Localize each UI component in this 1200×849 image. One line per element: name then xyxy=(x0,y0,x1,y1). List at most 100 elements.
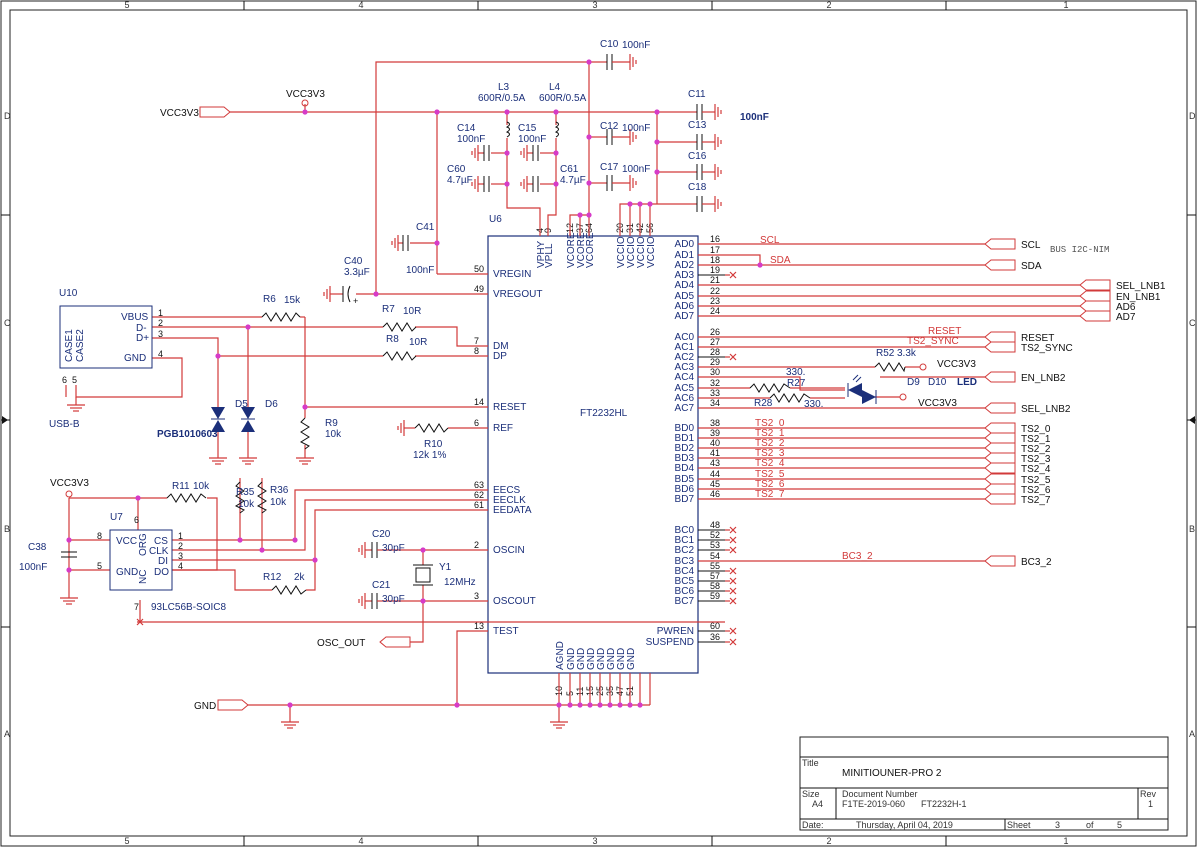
junction-dot xyxy=(302,109,308,115)
u7-ref: U7 xyxy=(110,512,123,523)
pin-name: VCORE xyxy=(566,232,577,268)
wire-label-ts2: TS2_0 xyxy=(755,418,785,429)
ground-symbols-side xyxy=(323,54,722,609)
pin-number: 34 xyxy=(710,398,720,408)
pin-number: 23 xyxy=(710,296,720,306)
ref-c40: C40 xyxy=(344,256,363,267)
port-arrow xyxy=(984,341,1016,353)
port-label: TS2_5 xyxy=(1021,475,1051,486)
val-r9: 10k xyxy=(325,429,342,440)
junction-dot xyxy=(617,702,623,708)
power-label-vcc: VCC3V3 xyxy=(286,89,325,100)
pin-name: BC1 xyxy=(675,535,695,546)
ref-pgb: PGB1010603 xyxy=(157,429,218,440)
pin-number: 6 xyxy=(62,375,67,385)
component-labels: C10 100nF C11 C12 100nF C13 C14 100nF C1… xyxy=(19,39,947,605)
pin-number: 53 xyxy=(710,540,720,550)
junction-dot xyxy=(577,212,583,218)
u7-pin-name: CS xyxy=(154,536,168,547)
ref-c17: C17 xyxy=(600,162,619,173)
wire-label-ts2: TS2_5 xyxy=(755,469,785,480)
ref-d9: D9 xyxy=(907,377,920,388)
port-label: TS2_2 xyxy=(1021,444,1051,455)
crystal-y1 xyxy=(413,564,433,586)
ref-r11: R11 xyxy=(172,481,190,492)
u7-pin-name: NC xyxy=(138,570,149,584)
pin-name: AD6 xyxy=(675,301,695,312)
pin-name: BD6 xyxy=(675,484,695,495)
ref-r36: R36 xyxy=(270,485,289,496)
junction-dot xyxy=(434,240,440,246)
junction-dot xyxy=(504,181,510,187)
junction-dot xyxy=(627,201,633,207)
pin-number: 19 xyxy=(710,265,720,275)
u10-case-label: CASE2 xyxy=(75,329,86,362)
port-arrow xyxy=(1079,290,1111,302)
diodes xyxy=(211,374,877,432)
pin-number: 27 xyxy=(710,337,720,347)
pin-number: 40 xyxy=(710,438,720,448)
wire-label-ts2: TS2_6 xyxy=(755,479,785,490)
junction-dot xyxy=(586,59,592,65)
pin-number: 21 xyxy=(710,275,720,285)
no-connect-marks xyxy=(136,271,737,646)
pin-name: AC4 xyxy=(675,372,695,383)
ref-r9: R9 xyxy=(325,418,338,429)
port-label: EN_LNB1 xyxy=(1116,292,1161,303)
pin-number: 3 xyxy=(178,551,183,561)
pin-number: 39 xyxy=(710,428,720,438)
val-r28: 330. xyxy=(804,399,823,410)
val-r36: 10k xyxy=(270,497,287,508)
docnum-sub: FT2232H-1 xyxy=(921,799,967,809)
port-label: TS2_3 xyxy=(1021,454,1051,465)
junction-dot xyxy=(66,537,72,543)
port-vcc3v3: VCC3V3 xyxy=(160,108,199,119)
junction-dot xyxy=(556,702,562,708)
power-label-vcc: VCC3V3 xyxy=(937,359,976,370)
val-r35: 10k xyxy=(238,499,255,510)
ref-c14: C14 xyxy=(457,123,476,134)
pin-number: 3 xyxy=(474,591,479,601)
pin-name: AD0 xyxy=(675,239,695,250)
ref-r6: R6 xyxy=(263,294,276,305)
ref-d10: D10 xyxy=(928,377,947,388)
col-label-bottom: 1 xyxy=(1063,836,1068,846)
junction-dot xyxy=(637,201,643,207)
junction-dot xyxy=(245,324,251,330)
val-c14: 100nF xyxy=(457,134,485,145)
pin-number: 52 xyxy=(710,530,720,540)
pin-name: VREGOUT xyxy=(493,289,542,300)
u10-case-label: CASE1 xyxy=(64,329,75,362)
ports: VCC3V3 GND OSC_OUT xyxy=(160,106,411,712)
wire-labels: SCL SDA RESET TS2_SYNC TS2_0 TS2_1 TS2_2… xyxy=(755,235,961,562)
pin-number: 32 xyxy=(710,378,720,388)
wire-label-ts2: TS2_7 xyxy=(755,489,785,500)
pin-name: AC2 xyxy=(675,352,695,363)
junction-dot xyxy=(420,598,426,604)
wire-label-reset: RESET xyxy=(928,326,961,337)
col-label-top: 3 xyxy=(592,0,597,10)
junction-dot xyxy=(312,557,318,563)
ref-r7: R7 xyxy=(382,304,395,315)
pin-name: DM xyxy=(493,341,509,352)
port-arrow xyxy=(1079,310,1111,322)
port-arrow xyxy=(984,462,1016,474)
pin-number: 8 xyxy=(474,346,479,356)
col-label-bottom: 3 xyxy=(592,836,597,846)
col-label-bottom: 5 xyxy=(124,836,129,846)
port-arrow xyxy=(984,473,1016,485)
val-c38: 100nF xyxy=(19,562,47,573)
port-arrow xyxy=(984,493,1016,505)
u7-pin-name: CLK xyxy=(149,546,169,557)
val-c20: 30pF xyxy=(382,543,405,554)
u7-pin-name: DO xyxy=(154,567,169,578)
junction-dot xyxy=(237,537,243,543)
pin-number: 49 xyxy=(474,284,484,294)
val-r10: 12k 1% xyxy=(413,450,446,461)
wire-label-scl: SCL xyxy=(760,235,780,246)
pin-name: AC7 xyxy=(675,403,695,414)
usb-connector-u10: U10 VBUS D- D+ GND CASE1 CASE2 1 2 3 4 6… xyxy=(49,288,163,430)
pin-name: RESET xyxy=(493,402,526,413)
val-c41: 100nF xyxy=(406,265,434,276)
